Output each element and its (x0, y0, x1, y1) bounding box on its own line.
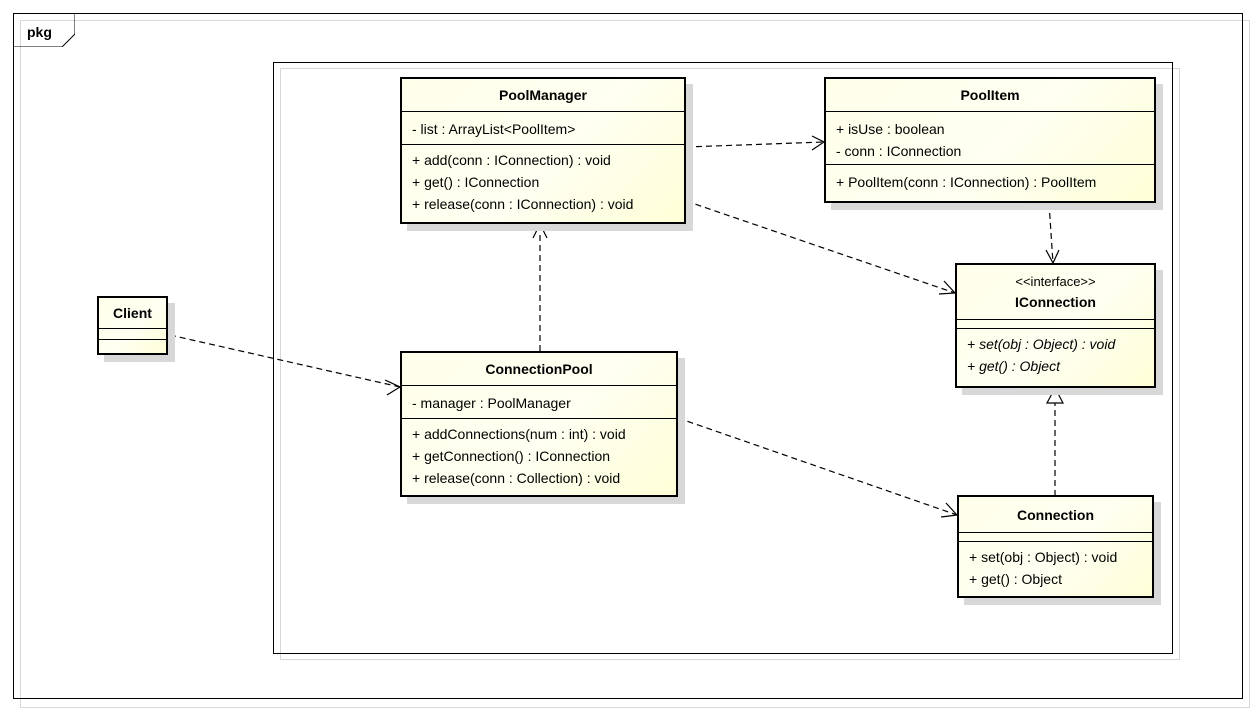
operation: + release(conn : Collection) : void (412, 470, 621, 486)
operation: + getConnection() : IConnection (412, 448, 611, 464)
class-iconnection[interactable]: <<interface>> IConnection + set(obj : Ob… (955, 263, 1156, 388)
attribute: + isUse : boolean (836, 121, 945, 137)
class-header: Client (99, 298, 166, 329)
edge-connection-iconnection-realization (1046, 386, 1064, 496)
class-name: PoolManager (499, 87, 587, 103)
class-connection[interactable]: Connection + set(obj : Object) : void + … (957, 495, 1154, 598)
operation: + set(obj : Object) : void (969, 549, 1118, 565)
operations-section: + set(obj : Object) : void + get() : Obj… (959, 542, 1152, 595)
operation: + add(conn : IConnection) : void (412, 152, 611, 168)
attributes-section (959, 533, 1152, 542)
edge-poolmanager-iconnection (685, 200, 957, 295)
class-header: PoolItem (826, 79, 1154, 112)
class-name: IConnection (1015, 294, 1096, 310)
class-name: PoolItem (960, 87, 1020, 103)
operations-section (99, 340, 166, 353)
attributes-section (99, 329, 166, 340)
attributes-section: + isUse : boolean - conn : IConnection (826, 112, 1154, 165)
class-client[interactable]: Client (97, 296, 168, 355)
operations-section: + PoolItem(conn : IConnection) : PoolIte… (826, 165, 1154, 198)
package-tab (13, 13, 75, 47)
operations-section: + add(conn : IConnection) : void + get()… (402, 145, 684, 220)
package-label: pkg (27, 24, 52, 40)
class-connectionpool[interactable]: ConnectionPool - manager : PoolManager +… (400, 351, 678, 497)
package-frame (13, 13, 1243, 699)
attributes-section (957, 320, 1154, 329)
class-header: Connection (959, 497, 1152, 533)
class-name: Connection (1017, 507, 1094, 523)
edge-poolmanager-poolitem (685, 135, 826, 151)
operation: + get() : Object (969, 571, 1062, 587)
attribute: - list : ArrayList<PoolItem> (412, 121, 576, 137)
class-poolmanager[interactable]: PoolManager - list : ArrayList<PoolItem>… (400, 77, 686, 224)
operations-section: + addConnections(num : int) : void + get… (402, 419, 676, 494)
package-frame-shadow (20, 20, 1250, 708)
class-poolitem[interactable]: PoolItem + isUse : boolean - conn : ICon… (824, 77, 1156, 203)
operation: + get() : Object (967, 358, 1060, 374)
operation: + PoolItem(conn : IConnection) : PoolIte… (836, 174, 1097, 190)
class-stereotype: <<interface>> (1015, 274, 1096, 289)
operation: + set(obj : Object) : void (967, 336, 1116, 352)
class-name: ConnectionPool (485, 361, 593, 377)
class-header: <<interface>> IConnection (957, 265, 1154, 320)
operation: + addConnections(num : int) : void (412, 426, 626, 442)
edge-client-connectionpool (169, 334, 402, 396)
class-header: ConnectionPool (402, 353, 676, 386)
attribute: - manager : PoolManager (412, 395, 571, 411)
edge-connectionpool-poolmanager (532, 222, 548, 351)
operation: + release(conn : IConnection) : void (412, 196, 634, 212)
container-frame-shadow (280, 68, 1180, 660)
container-frame (273, 62, 1173, 654)
class-name: Client (113, 305, 152, 321)
attributes-section: - manager : PoolManager (402, 386, 676, 419)
operations-section: + set(obj : Object) : void + get() : Obj… (957, 329, 1154, 382)
edge-connectionpool-connection (677, 417, 959, 518)
operation: + get() : IConnection (412, 174, 540, 190)
attribute: - conn : IConnection (836, 143, 962, 159)
class-header: PoolManager (402, 79, 684, 112)
edge-poolitem-iconnection (1045, 202, 1060, 265)
attributes-section: - list : ArrayList<PoolItem> (402, 112, 684, 145)
